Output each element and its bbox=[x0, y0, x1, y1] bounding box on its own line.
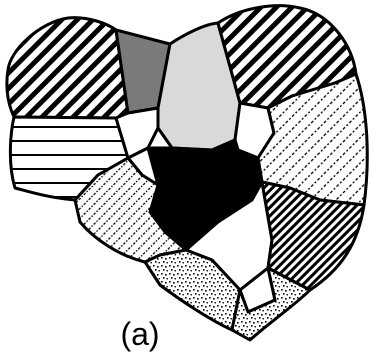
top-left-region bbox=[7, 18, 128, 118]
panel-label: (a) bbox=[110, 314, 170, 354]
